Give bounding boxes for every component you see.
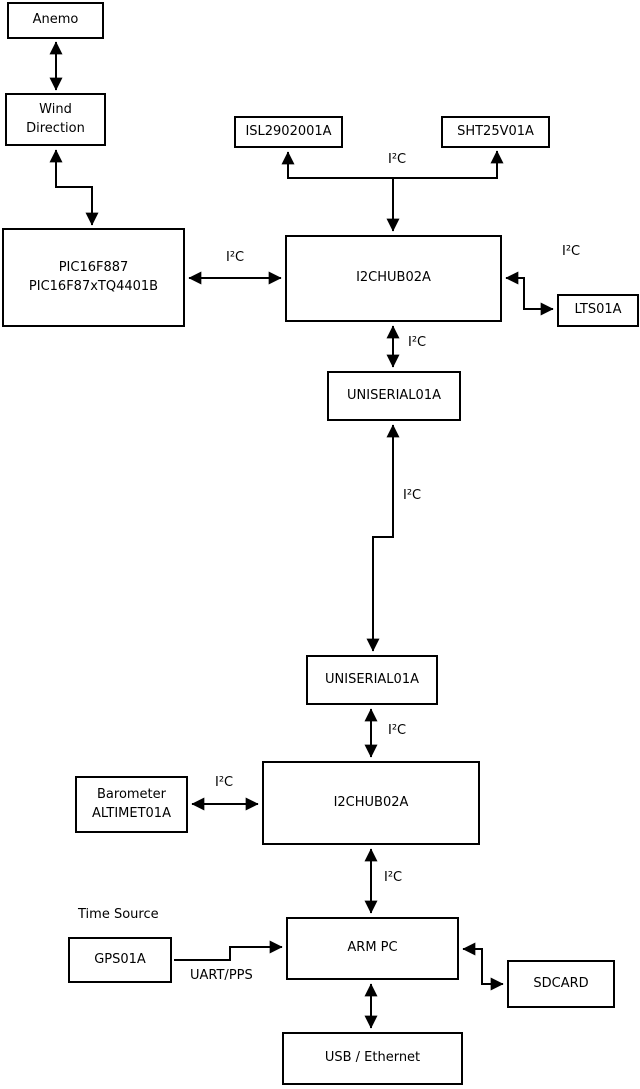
connector-winddirection-pic bbox=[49, 149, 99, 226]
sht-label: SHT25V01A bbox=[457, 123, 534, 139]
sdcard-box: SDCARD bbox=[507, 960, 615, 1008]
wind-direction-label-line1: Wind bbox=[39, 102, 72, 118]
gps-box: GPS01A bbox=[68, 937, 172, 983]
connector-uniserial1-uniserial2 bbox=[366, 424, 400, 652]
sht-box: SHT25V01A bbox=[441, 116, 550, 148]
wind-direction-box: Wind Direction bbox=[5, 93, 106, 146]
pic-box: PIC16F887 PIC16F87xTQ4401B bbox=[2, 228, 185, 327]
i2c-label-uniserial-link: I²C bbox=[403, 488, 422, 503]
i2c-hub2-label: I2CHUB02A bbox=[333, 794, 409, 810]
barometer-label-line1: Barometer bbox=[97, 787, 166, 803]
i2c-label-barometer-hub2: I²C bbox=[215, 775, 234, 790]
i2c-label-hub1-lts: I²C bbox=[562, 244, 581, 259]
gps-label: GPS01A bbox=[94, 951, 146, 967]
uniserial2-label: UNISERIAL01A bbox=[325, 671, 419, 687]
connector-gps-armpc bbox=[174, 940, 283, 961]
i2c-label-hub2-armpc: I²C bbox=[384, 870, 403, 885]
uniserial2-box: UNISERIAL01A bbox=[306, 655, 438, 705]
pic-label-line2: PIC16F87xTQ4401B bbox=[28, 278, 159, 294]
lts-label: LTS01A bbox=[574, 302, 622, 318]
i2c-label-hub1-uniserial1: I²C bbox=[408, 335, 427, 350]
arm-pc-label: ARM PC bbox=[347, 940, 398, 956]
anemo-label: Anemo bbox=[32, 12, 79, 28]
barometer-label-line2: ALTIMET01A bbox=[92, 805, 171, 821]
isl-box: ISL2902001A bbox=[234, 116, 343, 148]
arm-pc-box: ARM PC bbox=[286, 917, 459, 980]
connector-hub1-lts bbox=[505, 271, 554, 316]
pic-label-line1: PIC16F887 bbox=[58, 260, 129, 276]
i2c-hub1-box: I2CHUB02A bbox=[285, 235, 502, 322]
i2c-hub1-label: I2CHUB02A bbox=[356, 270, 431, 286]
uniserial1-label: UNISERIAL01A bbox=[347, 387, 441, 403]
uniserial1-box: UNISERIAL01A bbox=[327, 371, 461, 421]
i2c-hub2-box: I2CHUB02A bbox=[262, 761, 480, 845]
i2c-label-pic-hub1: I²C bbox=[226, 250, 245, 265]
usb-ethernet-box: USB / Ethernet bbox=[282, 1032, 463, 1085]
time-source-label: Time Source bbox=[78, 907, 159, 922]
connector-armpc-sdcard bbox=[462, 942, 504, 991]
barometer-box: Barometer ALTIMET01A bbox=[75, 776, 188, 833]
lts-box: LTS01A bbox=[557, 294, 639, 327]
isl-label: ISL2902001A bbox=[245, 123, 332, 139]
sdcard-label: SDCARD bbox=[533, 975, 589, 991]
wind-direction-label-line2: Direction bbox=[26, 120, 85, 136]
usb-ethernet-label: USB / Ethernet bbox=[324, 1050, 421, 1066]
anemo-box: Anemo bbox=[7, 2, 104, 39]
uart-pps-label: UART/PPS bbox=[190, 968, 253, 983]
i2c-label-isl-sht-bus: I²C bbox=[388, 152, 407, 167]
i2c-label-uniserial2-hub2: I²C bbox=[388, 723, 407, 738]
